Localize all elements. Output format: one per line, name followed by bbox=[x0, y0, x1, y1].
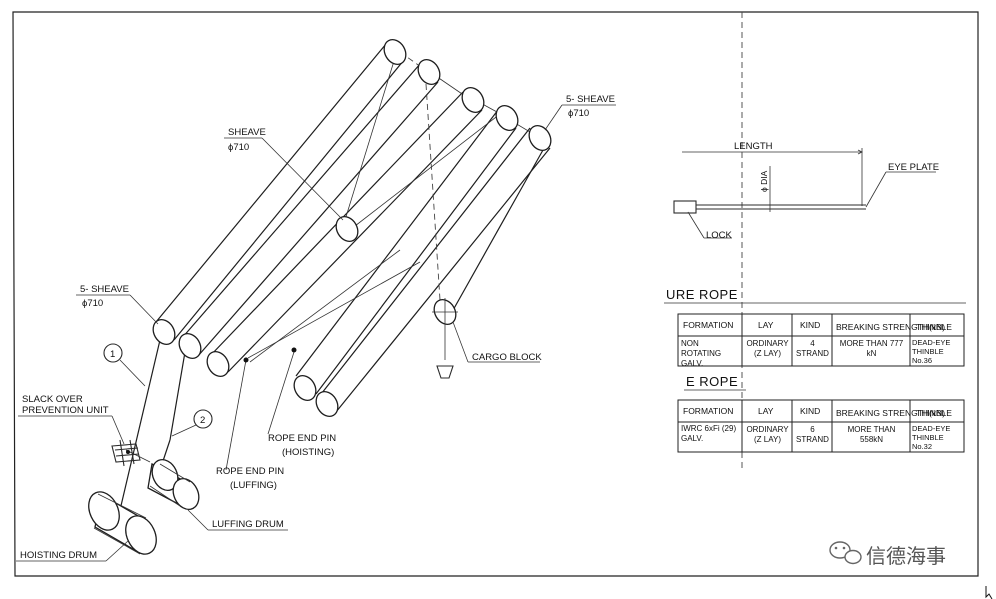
luffing-drum-shape bbox=[147, 458, 200, 511]
t1-h-lay: LAY bbox=[758, 320, 774, 330]
t1-h-thinble: THINBLE bbox=[916, 322, 952, 332]
table-1: URE ROPE FORMATION LAY KIND BREAKING STR… bbox=[664, 287, 966, 367]
t2-c-kind: 6 STRAND bbox=[796, 425, 829, 444]
t1-c-thinble: DEAD-EYE THINBLE No.36 bbox=[912, 338, 950, 365]
callout-1: 1 bbox=[110, 349, 115, 360]
t1-c-kind: 4 STRAND bbox=[796, 339, 829, 358]
label-lock: LOCK bbox=[706, 230, 733, 241]
label-slack-line1: SLACK OVER bbox=[22, 394, 83, 405]
label-slack-line2: PREVENTION UNIT bbox=[22, 405, 109, 416]
callout-1-circle bbox=[103, 343, 123, 363]
t2-c-formation: IWRC 6xFi (29) GALV. bbox=[681, 424, 736, 443]
label-rope-end-luff: ROPE END PIN bbox=[216, 466, 284, 477]
t2-h-lay: LAY bbox=[758, 406, 774, 416]
label-rope-end-luff-sub: (LUFFING) bbox=[230, 480, 277, 491]
t1-h-kind: KIND bbox=[800, 320, 820, 330]
t1-h-breaking: BREAKING STRENGTH(kN) bbox=[836, 322, 945, 332]
rope-end-pin-hoisting bbox=[291, 347, 297, 353]
labels: 5- SHEAVE ϕ710 SHEAVE ϕ710 5- SHEAVE ϕ71… bbox=[16, 94, 616, 562]
drawing-border bbox=[12, 11, 979, 577]
label-rope-end-hoist: ROPE END PIN bbox=[268, 433, 336, 444]
t2-h-formation: FORMATION bbox=[683, 406, 733, 416]
label-length: LENGTH bbox=[734, 141, 773, 152]
t2-h-kind: KIND bbox=[800, 406, 820, 416]
rope-detail: LENGTH ϕ DIA EYE PLATE LOCK bbox=[673, 141, 939, 241]
t2-c-breaking: MORE THAN 558kN bbox=[848, 425, 896, 444]
slack-prevention-unit-shape bbox=[111, 439, 141, 467]
label-sheave-mid: SHEAVE bbox=[228, 127, 266, 138]
label-sheave-mid-dia: ϕ710 bbox=[228, 142, 249, 153]
table-1-title: URE ROPE bbox=[666, 287, 738, 302]
label-dia: ϕ DIA bbox=[759, 170, 769, 192]
label-luffing-drum: LUFFING DRUM bbox=[212, 519, 284, 530]
t1-c-lay: ORDINARY (Z LAY) bbox=[746, 339, 788, 358]
label-5-sheave-left: 5- SHEAVE bbox=[80, 284, 129, 295]
hoisting-drum-shape bbox=[88, 491, 157, 555]
t1-h-formation: FORMATION bbox=[683, 320, 733, 330]
label-eye-plate: EYE PLATE bbox=[888, 162, 939, 173]
t2-h-breaking: BREAKING STRENGTH(kN) bbox=[836, 408, 945, 418]
callout-2-circle bbox=[193, 409, 213, 429]
table-2-title: E ROPE bbox=[686, 374, 738, 389]
rope-end-pin-luffing bbox=[243, 357, 249, 363]
label-rope-end-hoist-sub: (HOISTING) bbox=[282, 447, 334, 458]
label-5-sheave-top: 5- SHEAVE bbox=[566, 94, 615, 105]
cargo-block bbox=[432, 298, 458, 379]
label-hoisting-drum: HOISTING DRUM bbox=[20, 550, 97, 561]
t1-c-formation: NON ROTATING GALV. bbox=[681, 339, 721, 366]
cursor-icon bbox=[985, 586, 993, 599]
t2-c-lay: ORDINARY (Z LAY) bbox=[746, 425, 788, 444]
t2-h-thinble: THINBLE bbox=[916, 408, 952, 418]
t1-c-breaking: MORE THAN 777 kN bbox=[840, 339, 903, 358]
label-cargo-block: CARGO BLOCK bbox=[472, 352, 542, 363]
sheaves bbox=[152, 39, 552, 417]
watermark-text: 信德海事 bbox=[866, 544, 946, 568]
label-5-sheave-top-dia: ϕ710 bbox=[568, 108, 589, 119]
table-2: E ROPE FORMATION LAY KIND BREAKING STREN… bbox=[677, 374, 965, 453]
watermark: 信德海事 bbox=[829, 541, 946, 568]
t2-c-thinble: DEAD-EYE THINBLE No.32 bbox=[912, 424, 950, 451]
callout-2: 2 bbox=[200, 415, 205, 426]
wechat-icon bbox=[829, 541, 862, 565]
label-5-sheave-left-dia: ϕ710 bbox=[82, 298, 103, 309]
